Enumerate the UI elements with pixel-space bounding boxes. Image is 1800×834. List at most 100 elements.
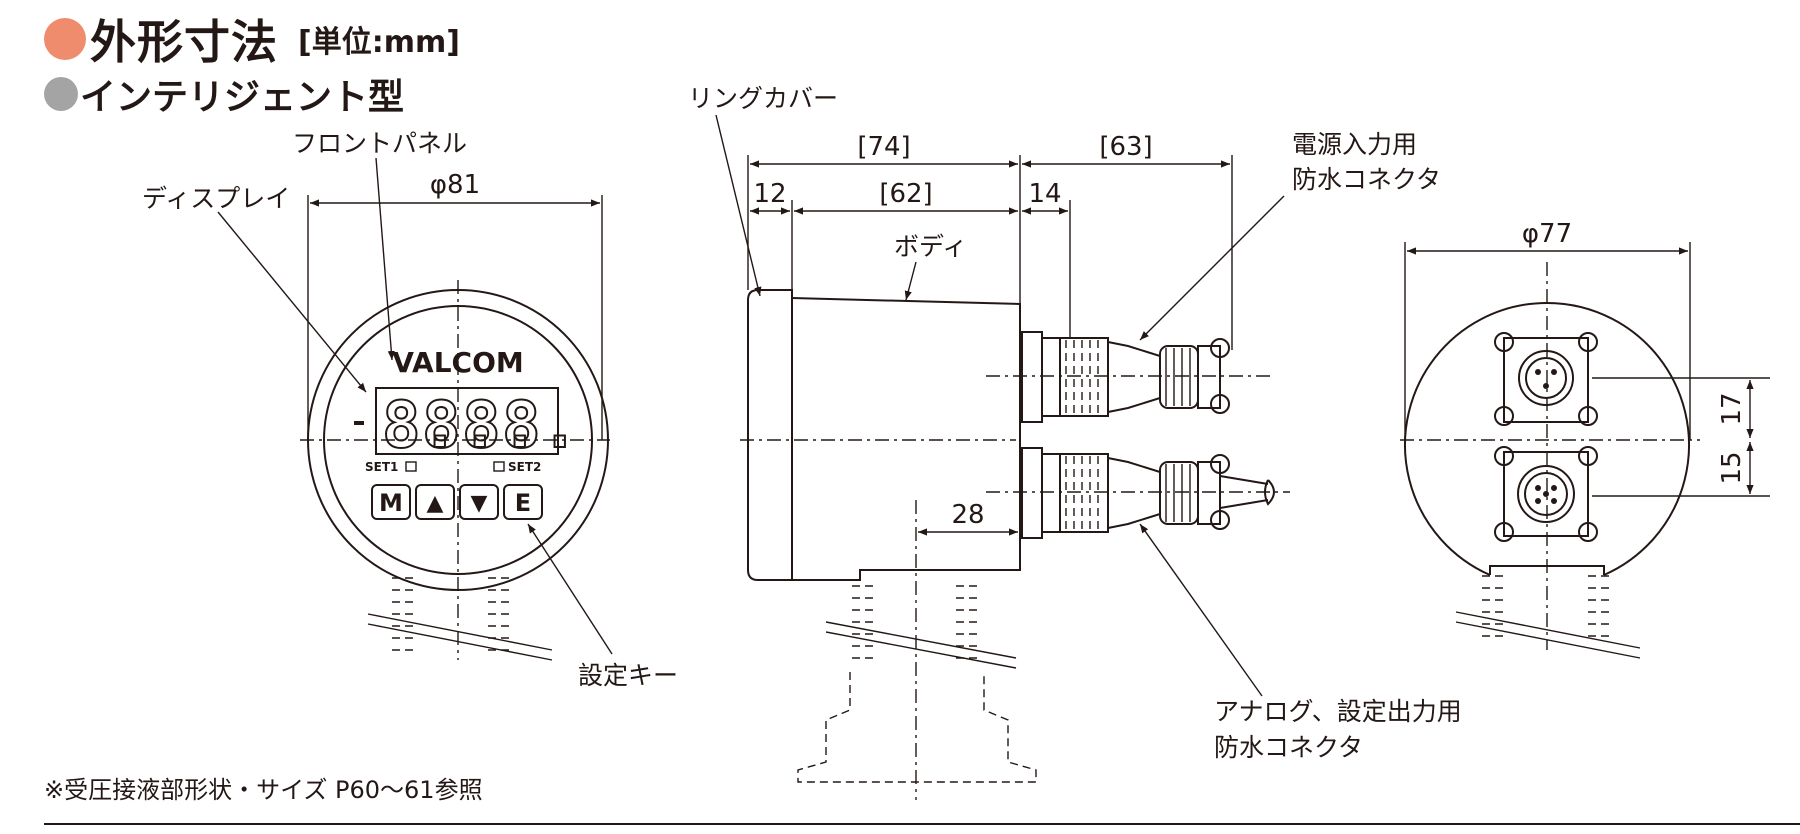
rear-base-tab bbox=[1489, 565, 1605, 575]
key-m-label: M bbox=[379, 489, 403, 517]
output-connector-cap-knurl bbox=[1165, 464, 1191, 522]
power-connector bbox=[1021, 331, 1230, 423]
rear-output-pin-2 bbox=[1551, 485, 1557, 491]
output-connector-label-1: アナログ、設定出力用 bbox=[1214, 697, 1462, 726]
rear-thread-left bbox=[1482, 575, 1506, 637]
set1-label: SET1 bbox=[365, 460, 398, 474]
key-down-button[interactable] bbox=[459, 484, 499, 520]
digit-8-1: 8. bbox=[382, 389, 459, 463]
side-break-2 bbox=[825, 631, 1017, 669]
power-connector-cap-knurl bbox=[1165, 348, 1191, 406]
rear-output-insert bbox=[1524, 472, 1568, 516]
rear-output-screw-3 bbox=[1494, 522, 1514, 542]
front-inner-ring bbox=[323, 305, 593, 575]
set1-led bbox=[405, 461, 417, 472]
key-up-button[interactable] bbox=[415, 484, 455, 520]
rear-power-pin-1 bbox=[1535, 369, 1541, 375]
power-connector-knurl bbox=[1065, 340, 1099, 414]
brand-logo-text: VALCOM bbox=[392, 346, 524, 379]
display-label: ディスプレイ bbox=[142, 184, 290, 213]
power-connector-flange bbox=[1021, 331, 1043, 423]
power-connector-label-2: 防水コネクタ bbox=[1292, 165, 1441, 194]
key-up-label: ▲ bbox=[427, 491, 444, 516]
power-connector-leader bbox=[1139, 195, 1285, 341]
digit-8-2: 8. bbox=[422, 389, 499, 463]
output-connector-knurl bbox=[1065, 456, 1099, 530]
body-shape bbox=[791, 297, 1021, 581]
rear-view: φ77 bbox=[1400, 219, 1770, 659]
dim-15-label: 15 bbox=[1717, 451, 1747, 484]
bottom-rule bbox=[44, 823, 1800, 825]
rear-power-ring bbox=[1518, 350, 1574, 406]
dim-12-label: 12 bbox=[753, 179, 786, 209]
rear-power-screw-2 bbox=[1578, 332, 1598, 352]
key-row: M ▲ ▼ E bbox=[371, 484, 543, 520]
rear-fitting bbox=[1455, 575, 1641, 659]
body-leader bbox=[904, 261, 917, 301]
side-view: [74] [63] 12 [62] 14 28 リングカバー ボディ 電源入力用… bbox=[688, 84, 1462, 800]
unit-label: [単位:mm] bbox=[298, 25, 460, 60]
seven-seg-digits: 8. 8. 8. 8. bbox=[381, 388, 580, 464]
dim-74-label: [74] bbox=[857, 132, 910, 162]
rear-output-screw-1 bbox=[1494, 446, 1514, 466]
output-connector-flange bbox=[1021, 447, 1043, 539]
rear-output-connector bbox=[1494, 446, 1598, 542]
key-m-button[interactable] bbox=[371, 484, 411, 520]
display-window bbox=[375, 387, 559, 455]
power-connector-nut bbox=[1059, 337, 1109, 417]
power-connector-plug bbox=[1197, 345, 1221, 409]
section-heading: 外形寸法 [単位:mm] bbox=[44, 6, 460, 72]
rear-diameter-label: φ77 bbox=[1522, 219, 1572, 249]
body-label: ボディ bbox=[894, 232, 967, 261]
rear-output-screw-4 bbox=[1578, 522, 1598, 542]
set2-label: SET2 bbox=[508, 460, 541, 474]
footnote: ※受圧接液部形状・サイズ P60〜61参照 bbox=[44, 776, 483, 804]
ring-cover-shape bbox=[747, 289, 793, 581]
dim-17-label: 17 bbox=[1717, 392, 1747, 425]
rear-power-flange bbox=[1503, 337, 1589, 423]
key-down-label: ▼ bbox=[471, 491, 488, 516]
display-indicator-icon bbox=[354, 421, 364, 425]
rear-power-insert bbox=[1525, 357, 1567, 399]
digit-8-4: 8. bbox=[502, 389, 579, 463]
rear-break-2 bbox=[1455, 621, 1641, 659]
front-view: φ81 VALCOM 8. 8. 8. 8. SET1 SET2 M ▲ ▼ E… bbox=[142, 129, 678, 690]
output-screw-top bbox=[1210, 454, 1230, 474]
dim-28-label: 28 bbox=[951, 500, 984, 530]
rear-output-flange bbox=[1503, 451, 1589, 537]
rear-power-screw-4 bbox=[1578, 406, 1598, 426]
output-screw-bottom bbox=[1210, 510, 1230, 530]
output-connector-label-2: 防水コネクタ bbox=[1214, 733, 1363, 762]
power-screw-bottom bbox=[1210, 394, 1230, 414]
dim-62-label: [62] bbox=[879, 179, 932, 209]
rear-power-pin-2 bbox=[1551, 369, 1557, 375]
rear-power-connector bbox=[1494, 332, 1598, 426]
key-e-label: E bbox=[515, 489, 531, 517]
front-panel-leader bbox=[375, 157, 395, 361]
output-connector-leader bbox=[1139, 523, 1263, 697]
keys-label: 設定キー bbox=[578, 661, 678, 690]
front-fitting bbox=[367, 577, 553, 661]
output-connector bbox=[1021, 447, 1275, 539]
fitting-break-1 bbox=[367, 613, 553, 651]
output-cable bbox=[1219, 475, 1269, 509]
rear-output-ring bbox=[1517, 465, 1575, 523]
digit-8-3: 8. bbox=[462, 389, 539, 463]
side-fitting bbox=[797, 585, 1037, 783]
output-cable-break bbox=[1264, 479, 1275, 506]
set2-led bbox=[493, 461, 505, 472]
key-e-button[interactable] bbox=[503, 484, 543, 520]
orange-bullet-icon bbox=[44, 18, 86, 60]
rear-outer-arc bbox=[1404, 302, 1690, 576]
dim-14-label: 14 bbox=[1028, 179, 1061, 209]
side-thread-left bbox=[852, 585, 876, 659]
side-break-1 bbox=[825, 621, 1017, 659]
rear-power-pin-3 bbox=[1543, 383, 1549, 389]
sub-title: インテリジェント型 bbox=[80, 77, 405, 118]
fitting-break-2 bbox=[367, 623, 553, 661]
rear-output-pin-5 bbox=[1551, 498, 1557, 504]
keys-leader bbox=[527, 523, 613, 655]
power-connector-base bbox=[1041, 337, 1061, 417]
section-title: 外形寸法 bbox=[90, 15, 278, 69]
